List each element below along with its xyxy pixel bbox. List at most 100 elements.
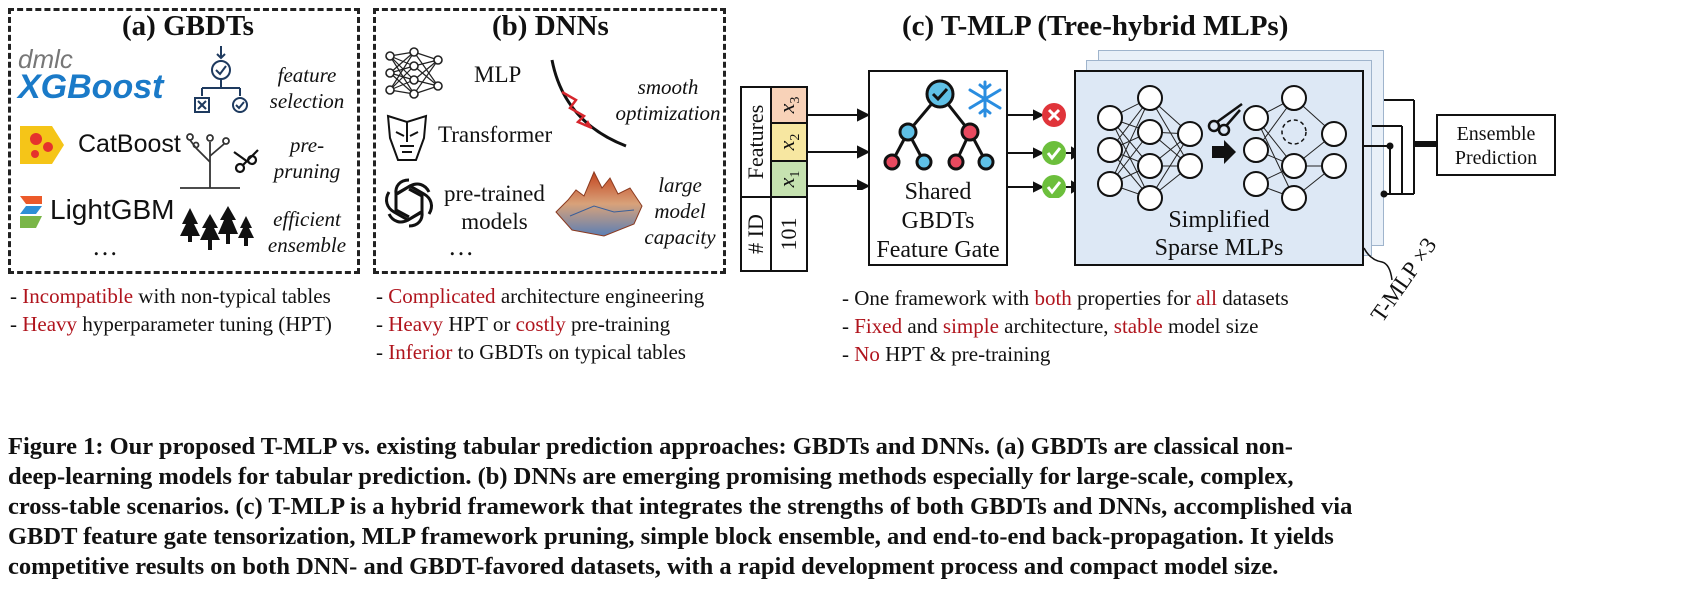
bullet-rest: hyperparameter tuning (HPT): [77, 312, 332, 336]
gate-line3: Feature Gate: [876, 237, 1000, 263]
x2-var: x: [773, 140, 799, 151]
bullet-rest: HPT or: [443, 312, 516, 336]
bullet-red: Heavy: [388, 312, 444, 336]
ensemble-line1: Ensemble: [1456, 123, 1536, 145]
dnn-panel: [373, 8, 726, 274]
features-label: Features: [743, 104, 768, 180]
dnn-bullet-1: - Complicated architecture engineering: [376, 282, 704, 310]
feature-gate-box: [868, 70, 1008, 266]
lightgbm-icon: [20, 196, 42, 228]
bullet-prefix: -: [376, 340, 389, 364]
smooth-line2: optimization: [615, 101, 721, 125]
gbdt-more: …: [92, 232, 118, 261]
x3-label: x3: [774, 97, 804, 114]
tmlp-bullets: - One framework with both properties for…: [842, 284, 1289, 368]
b3-a: -: [842, 342, 855, 366]
b1-b: both: [1034, 286, 1072, 310]
large-line2: model: [654, 199, 706, 223]
input-table: Features x3 x2 x1 # ID 101: [740, 86, 808, 272]
smooth-line1: smooth: [637, 75, 699, 99]
smooth-optimization-label: smooth optimization: [610, 74, 726, 126]
pre-pruning-line2: pruning: [273, 159, 341, 183]
b2-g: model size: [1162, 314, 1259, 338]
efficient-ensemble-line2: ensemble: [267, 233, 347, 257]
pretrained-line1: pre-trained: [444, 181, 545, 206]
caption-line-1: Figure 1: Our proposed T-MLP vs. existin…: [8, 433, 1293, 460]
b2-f: stable: [1113, 314, 1163, 338]
bullet-red: Inferior: [388, 340, 453, 364]
feature-gate-label: Shared GBDTs Feature Gate: [868, 178, 1008, 265]
pruning-tree-icon: [180, 133, 259, 189]
xgboost-logo: XGBoost: [18, 68, 164, 106]
feature-selection-line2: selection: [269, 89, 345, 113]
tmlp-bullet-1: - One framework with both properties for…: [842, 284, 1289, 312]
b2-c: and: [902, 314, 943, 338]
bullet-rest: with non-typical tables: [133, 284, 331, 308]
transformer-icon: [386, 114, 428, 161]
b1-e: datasets: [1217, 286, 1289, 310]
mlp-line1: Simplified: [1168, 207, 1270, 233]
catboost-icon: [20, 126, 64, 164]
dnn-more: …: [448, 232, 474, 261]
b1-a: - One framework with: [842, 286, 1035, 310]
x3-var: x: [773, 103, 799, 114]
bullet-rest2: pre-training: [565, 312, 671, 336]
caption-line-4: GBDT feature gate tensorization, MLP fra…: [8, 523, 1334, 550]
bullet-red: Complicated: [388, 284, 496, 308]
x1-label: x1: [774, 171, 804, 188]
tmlp-bullet-2: - Fixed and simple architecture, stable …: [842, 312, 1289, 340]
large-line3: capacity: [644, 225, 716, 249]
pre-pruning-line1: pre-: [289, 133, 325, 157]
openai-icon: [385, 178, 433, 228]
large-line1: large: [658, 173, 702, 197]
sparse-mlp-network: [1097, 85, 1347, 211]
mlp-line2: Sparse MLPs: [1154, 235, 1284, 261]
large-capacity-label: large model capacity: [640, 172, 720, 250]
pretrained-line2: models: [461, 209, 528, 234]
gbdt-bullet-2: - Heavy hyperparameter tuning (HPT): [10, 310, 332, 338]
ensemble-connectors: [1364, 99, 1436, 198]
feature-selection-line1: feature: [277, 63, 337, 87]
bullet-red: Heavy: [22, 312, 78, 336]
ensemble-prediction-box: Ensemble Prediction: [1436, 114, 1556, 176]
catboost-logo: CatBoost: [78, 130, 181, 158]
x3-cell: [770, 86, 808, 124]
dnn-bullet-3: - Inferior to GBDTs on typical tables: [376, 338, 704, 366]
feature-selection-icon: [194, 46, 248, 113]
caption-line-2: deep-learning models for tabular predict…: [8, 463, 1294, 490]
x2-sub: 2: [788, 133, 804, 141]
efficient-ensemble-label: efficient ensemble: [262, 206, 352, 258]
loss-landscape-icon: [555, 170, 643, 237]
x3-sub: 3: [788, 96, 804, 104]
lightgbm-logo: LightGBM: [50, 194, 175, 225]
transformer-label: Transformer: [438, 122, 553, 147]
bullet-red2: costly: [515, 312, 566, 336]
gate-outputs: [1008, 103, 1080, 198]
gate-line1: Shared: [904, 179, 972, 205]
scissors-icon: [1207, 102, 1243, 136]
bullet-prefix: -: [10, 284, 23, 308]
input-arrows: [808, 108, 870, 190]
id-value-cell: [770, 196, 808, 272]
x2-label: x2: [774, 134, 804, 151]
gbdt-title: (a) GBDTs: [122, 10, 254, 42]
b2-d: simple: [942, 314, 999, 338]
forest-icon: [180, 206, 254, 250]
gbdt-panel: [8, 8, 360, 274]
stack-brace: [1363, 247, 1393, 281]
b2-e: architecture,: [998, 314, 1114, 338]
dnn-bullet-2: - Heavy HPT or costly pre-training: [376, 310, 704, 338]
bullet-rest: to GBDTs on typical tables: [452, 340, 686, 364]
id-value: 101: [776, 217, 801, 251]
mlp-label: MLP: [474, 62, 522, 87]
bullet-prefix: -: [10, 312, 23, 336]
x2-cell: [770, 122, 808, 162]
x1-sub: 1: [788, 170, 804, 178]
b3-b: No: [854, 342, 880, 366]
bullet-rest: architecture engineering: [495, 284, 705, 308]
snowflake-icon: [968, 80, 1002, 118]
bullet-red: Incompatible: [22, 284, 134, 308]
b2-a: -: [842, 314, 855, 338]
b1-d: all: [1196, 286, 1217, 310]
